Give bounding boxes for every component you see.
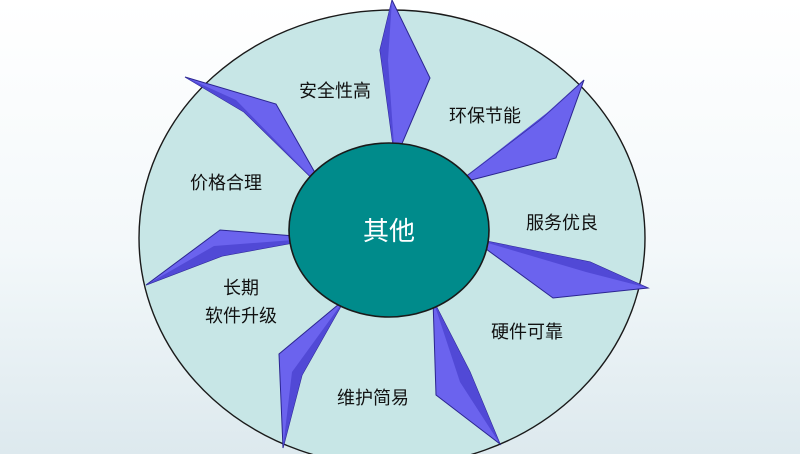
label-maintenance: 维护简易	[337, 388, 409, 409]
label-eco: 环保节能	[449, 106, 521, 127]
center-label: 其他	[363, 217, 415, 247]
center-hub	[288, 142, 490, 318]
label-safety: 安全性高	[299, 81, 371, 102]
label-reliable: 硬件可靠	[491, 322, 563, 343]
label-upgrade-line1: 长期	[223, 278, 259, 299]
label-upgrade-line2: 软件升级	[205, 306, 277, 327]
label-price: 价格合理	[190, 173, 262, 194]
label-service: 服务优良	[526, 213, 598, 234]
